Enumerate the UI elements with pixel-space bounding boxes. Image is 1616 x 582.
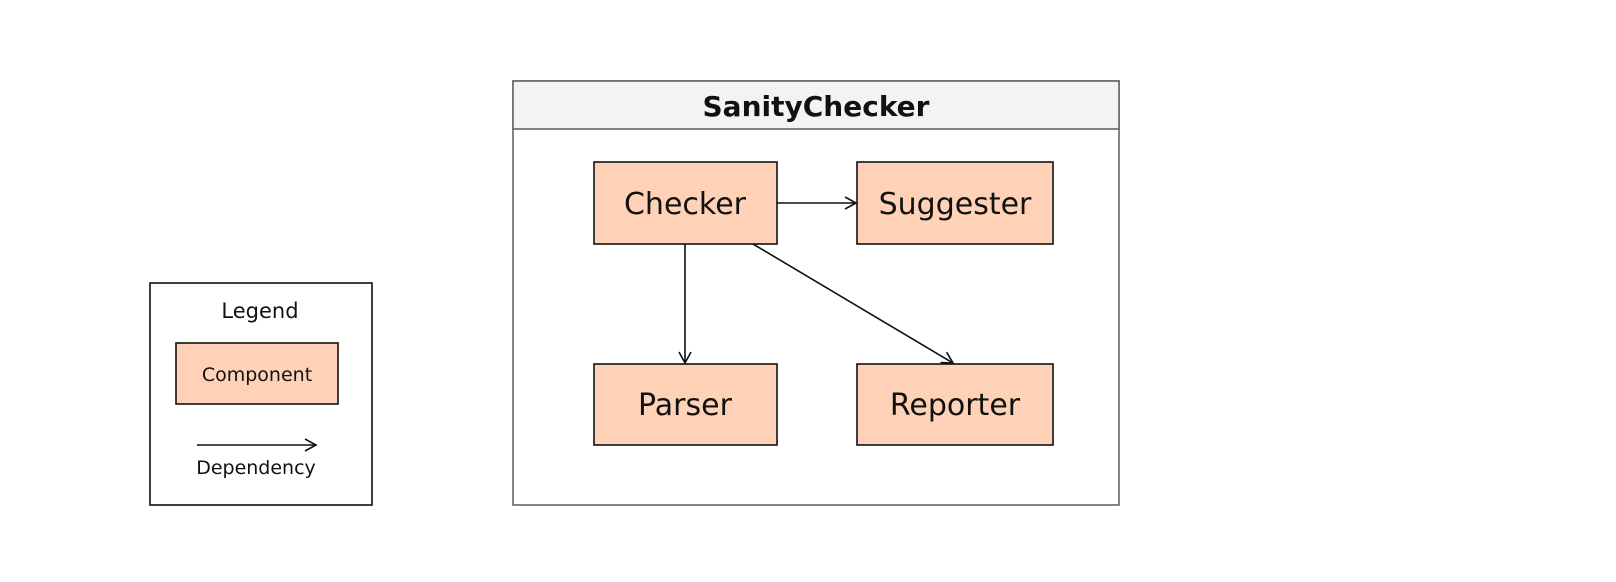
component-suggester: Suggester — [856, 161, 1054, 245]
component-reporter: Reporter — [856, 363, 1054, 446]
legend-component-swatch — [175, 342, 339, 405]
container-title: SanityChecker — [703, 90, 930, 123]
component-parser-label: Parser — [638, 388, 733, 423]
component-checker-label: Checker — [624, 187, 747, 222]
legend-dependency-label: Dependency — [196, 457, 316, 479]
component-checker: Checker — [593, 161, 778, 245]
component-reporter-label: Reporter — [890, 388, 1021, 423]
component-suggester-box — [856, 161, 1054, 245]
legend: Legend Component Dependency — [149, 282, 373, 506]
dependency-arrows — [678, 196, 955, 365]
arrow-checker-reporter — [752, 243, 955, 364]
component-parser: Parser — [593, 363, 778, 446]
legend-title: Legend — [221, 299, 298, 323]
legend-component-label: Component — [202, 364, 312, 386]
component-parser-box — [593, 363, 778, 446]
component-checker-box — [593, 161, 778, 245]
component-reporter-box — [856, 363, 1054, 446]
component-suggester-label: Suggester — [879, 187, 1032, 222]
container-header — [512, 80, 1120, 130]
